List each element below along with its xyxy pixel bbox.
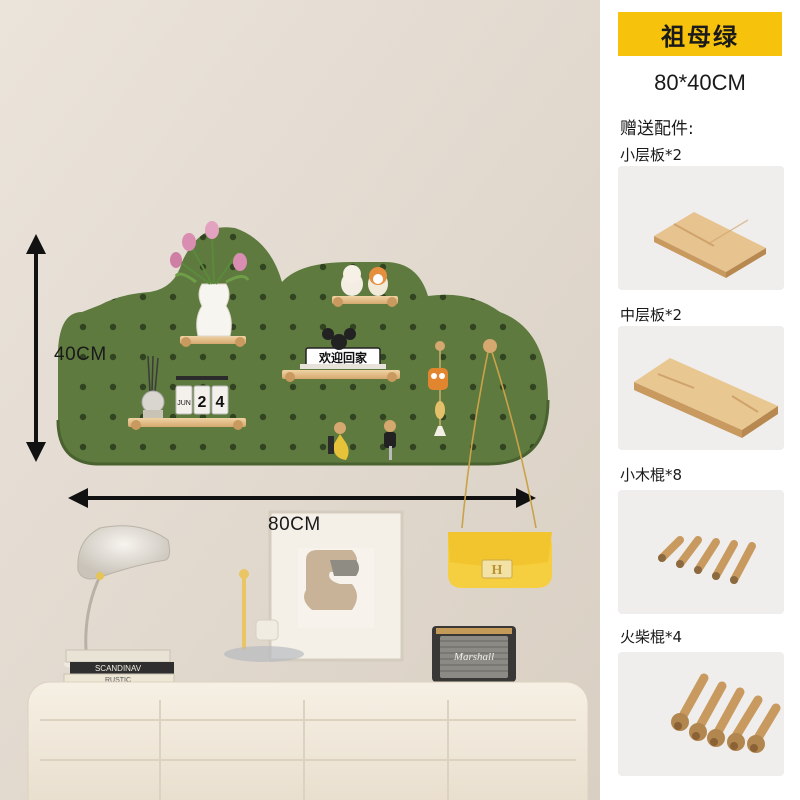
room-illustration: 欢迎回家 JUN 2 4: [0, 0, 600, 800]
speaker-brand: Marshall: [453, 651, 494, 663]
book-title-2: RUSTIC: [105, 677, 131, 684]
width-label: 80CM: [268, 514, 321, 535]
speaker: [432, 626, 516, 682]
book-title-1: SCANDINAV: [95, 664, 142, 673]
height-label: 40CM: [54, 344, 107, 365]
dresser: [27, 681, 589, 800]
product-scene: 欢迎回家 JUN 2 4: [0, 0, 600, 800]
color-name-badge: 祖母绿: [618, 12, 782, 56]
spec-sidebar: 祖母绿 80*40CM 赠送配件: 小层板*2 中层板*2 小木棍*8: [600, 0, 800, 800]
calendar-digit-2: 4: [216, 394, 225, 411]
height-arrow: [26, 234, 46, 462]
tray-decor: [224, 569, 304, 662]
figurine-shelf: [332, 265, 398, 307]
small-shelf-board-icon: [618, 166, 784, 290]
tulips: [170, 221, 250, 285]
welcome-sign-text: 欢迎回家: [318, 350, 368, 365]
calendar-month: JUN: [177, 400, 191, 407]
accessory-label-medium-shelf: 中层板*2: [620, 306, 683, 324]
vase-shelf: [170, 221, 250, 347]
svg-text:H: H: [492, 563, 503, 578]
accessory-label-matchstick: 火柴棍*4: [620, 628, 683, 646]
hanging-bag: H: [448, 339, 552, 588]
medium-shelf-board-icon: [618, 326, 784, 450]
picture-frame: [268, 510, 404, 662]
accessory-label-small-shelf: 小层板*2: [620, 146, 683, 164]
calendar-shelf: [128, 355, 246, 430]
accessories-title: 赠送配件:: [620, 119, 694, 139]
matchstick-pegs-icon: [618, 652, 784, 776]
calendar-digit-1: 2: [198, 394, 207, 411]
sign-shelf: [282, 328, 400, 382]
small-wooden-pegs-icon: [618, 490, 784, 614]
key-pegs: [328, 341, 448, 460]
width-arrow: [68, 488, 536, 508]
accessory-label-small-pegs: 小木棍*8: [620, 466, 683, 484]
size-label: 80*40CM: [654, 70, 746, 95]
